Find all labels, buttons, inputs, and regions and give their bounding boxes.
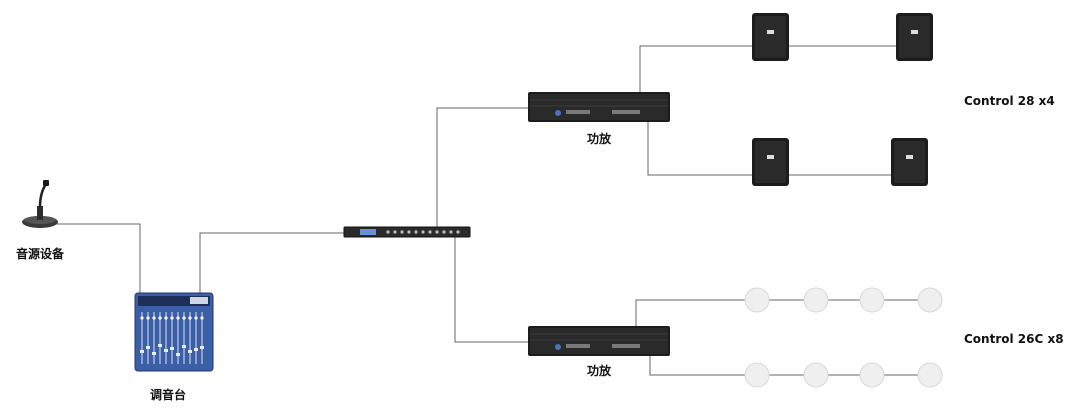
ceiling-speaker-icon-6 [803,362,829,388]
wire-mixer-to-processor [199,232,345,296]
ceiling-speaker-icon-4 [917,287,943,313]
wall-speaker-icon-2 [896,13,933,61]
ceiling-speaker-row-upper [744,287,943,313]
rack-amplifier-icon-top [528,92,670,122]
ceiling-speaker-icon-3 [859,287,885,313]
wire-amp-bottom-to-row3 [635,299,745,326]
wires [50,45,918,376]
wire-amp-top-to-row1 [639,45,752,93]
label-amp-bottom: 功放 [587,364,612,378]
ceiling-speaker-icon-5 [744,362,770,388]
ceiling-speaker-icon-7 [859,362,885,388]
label-mixer: 调音台 [150,388,187,402]
wall-speaker-icon-1 [752,13,789,61]
rack-amplifier-icon-bottom [528,326,670,356]
gooseneck-microphone-icon [22,180,58,228]
rack-processor-icon [343,226,471,238]
wire-processor-to-amp-bottom [454,236,530,343]
ceiling-speaker-icon-1 [744,287,770,313]
label-group-top: Control 28 x4 [964,94,1055,108]
wall-speaker-icon-3 [752,138,789,186]
label-amp-top: 功放 [587,132,612,146]
label-group-bottom: Control 26C x8 [964,332,1064,346]
wire-processor-to-amp-top [436,107,530,228]
ceiling-speaker-icon-2 [803,287,829,313]
ceiling-speaker-row-lower [744,362,943,388]
ceiling-speaker-icon-8 [917,362,943,388]
wire-amp-bottom-to-row4 [649,356,745,376]
wire-amp-top-to-row2 [647,122,752,176]
mixer-console-icon [134,292,214,372]
label-source: 音源设备 [16,247,65,261]
wire-mic-to-mixer [50,223,141,296]
wall-speaker-icon-4 [891,138,928,186]
